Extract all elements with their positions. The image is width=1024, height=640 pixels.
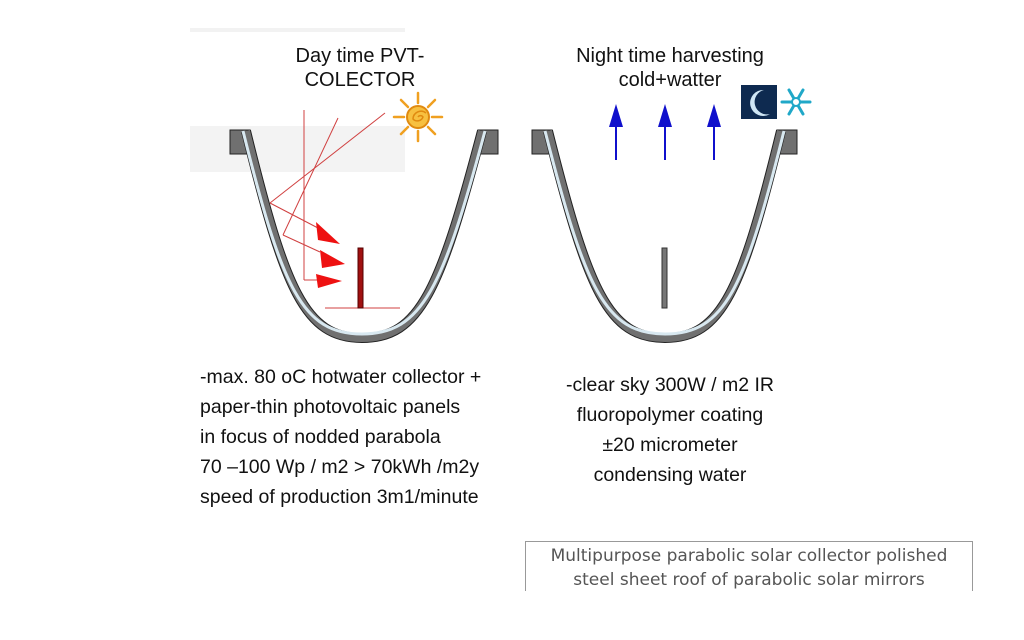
faint-band [190,126,405,172]
day-desc-line: -max. 80 oC hotwater collector + [200,366,482,388]
caption-line2: steel sheet roof of parabolic solar mirr… [573,570,925,590]
snowflake-icon [780,88,812,116]
night-title-line1: Night time harvesting [576,45,764,67]
night-desc-line: condensing water [593,464,747,486]
night-desc-line: ±20 micrometer [602,434,738,456]
figure-caption: Multipurpose parabolic solar collector p… [525,541,973,591]
day-title-line2: COLECTOR [304,69,416,91]
day-title-line1: Day time PVT- [295,45,425,67]
day-title: Day time PVT- COLECTOR [255,44,465,92]
sun-icon [392,91,444,143]
day-description: -max. 80 oC hotwater collector + paper-t… [200,362,481,512]
red-arrowheads [316,222,345,288]
day-desc-line: paper-thin photovoltaic panels [200,396,461,418]
pv-panel-hot [357,247,364,309]
night-parabolic-trough [531,129,798,344]
night-title-line2: cold+watter [618,69,722,91]
blue-up-arrows [609,104,721,160]
moon-icon [741,85,777,119]
caption-line1: Multipurpose parabolic solar collector p… [550,546,948,566]
sun-rays [269,110,400,309]
day-parabolic-trough [229,129,499,344]
pv-panel-night [661,247,668,309]
night-desc-line: -clear sky 300W / m2 IR [565,374,775,396]
night-desc-line: fluoropolymer coating [576,404,764,426]
day-desc-line: speed of production 3m1/minute [200,486,479,508]
day-desc-line: in focus of nodded parabola [200,426,441,448]
night-title: Night time harvesting cold+watter [545,44,795,92]
day-desc-line: 70 –100 Wp / m2 > 70kWh /m2y [200,456,480,478]
night-description: -clear sky 300W / m2 IR fluoropolymer co… [540,370,800,490]
top-faint-band [190,28,405,32]
